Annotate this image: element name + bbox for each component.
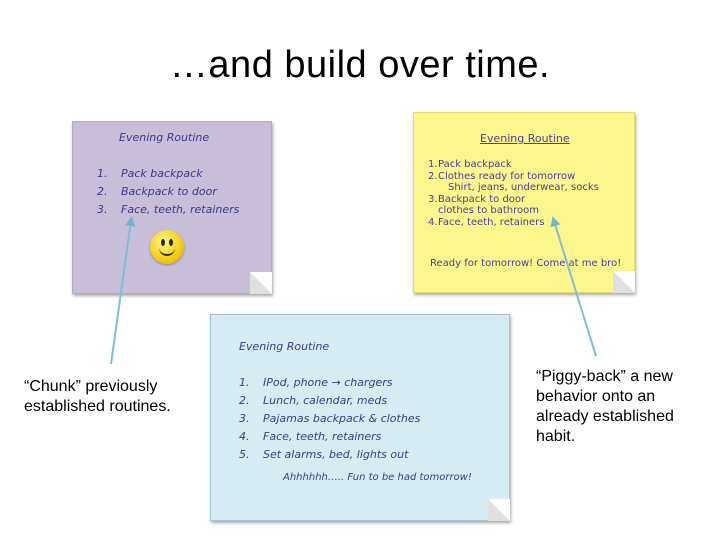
list-item: 3.Pajamas backpack & clothes	[239, 412, 421, 425]
note-blue: Evening Routine 1.IPod, phone → chargers…	[210, 314, 510, 521]
slide-title: …and build over time.	[169, 44, 551, 86]
note-purple-list: 1.Pack backpack 2.Backpack to door 3.Fac…	[97, 165, 239, 219]
page-curl	[613, 271, 635, 293]
list-item: 2.Lunch, calendar, meds	[239, 394, 388, 407]
note-yellow-title: Evening Routine	[480, 132, 570, 145]
page-curl	[250, 272, 272, 294]
list-item: 3.Face, teeth, retainers	[97, 203, 240, 216]
list-item: 1.IPod, phone → chargers	[239, 376, 393, 389]
caption-chunk: “Chunk” previously established routines.	[24, 378, 171, 415]
note-purple: Evening Routine 1.Pack backpack 2.Backpa…	[72, 121, 272, 294]
note-purple-title: Evening Routine	[119, 131, 210, 144]
list-item: 2.Backpack to door	[97, 185, 217, 198]
note-yellow-list: 1.Pack backpack 2.Clothes ready for tomo…	[428, 159, 599, 228]
arrow-right	[550, 216, 597, 357]
note-blue-list: 1.IPod, phone → chargers 2.Lunch, calend…	[239, 374, 420, 464]
list-item: 4.Face, teeth, retainers	[428, 216, 545, 228]
note-yellow: Evening Routine 1.Pack backpack 2.Clothe…	[413, 112, 635, 293]
note-blue-title: Evening Routine	[239, 340, 330, 353]
list-item: 1.Pack backpack	[428, 159, 512, 170]
list-item: 1.Pack backpack	[97, 167, 203, 180]
arrow-left	[110, 216, 136, 365]
caption-piggy-back: “Piggy-back” a new behavior onto an alre…	[536, 368, 674, 445]
list-item: 5.Set alarms, bed, lights out	[239, 448, 409, 461]
smiley-icon	[150, 230, 184, 264]
note-yellow-footer: Ready for tomorrow! Come at me bro!	[430, 258, 622, 269]
note-blue-footer: Ahhhhhh….. Fun to be had tomorrow!	[283, 472, 472, 483]
page-curl	[488, 499, 510, 521]
list-item: 4.Face, teeth, retainers	[239, 430, 382, 443]
